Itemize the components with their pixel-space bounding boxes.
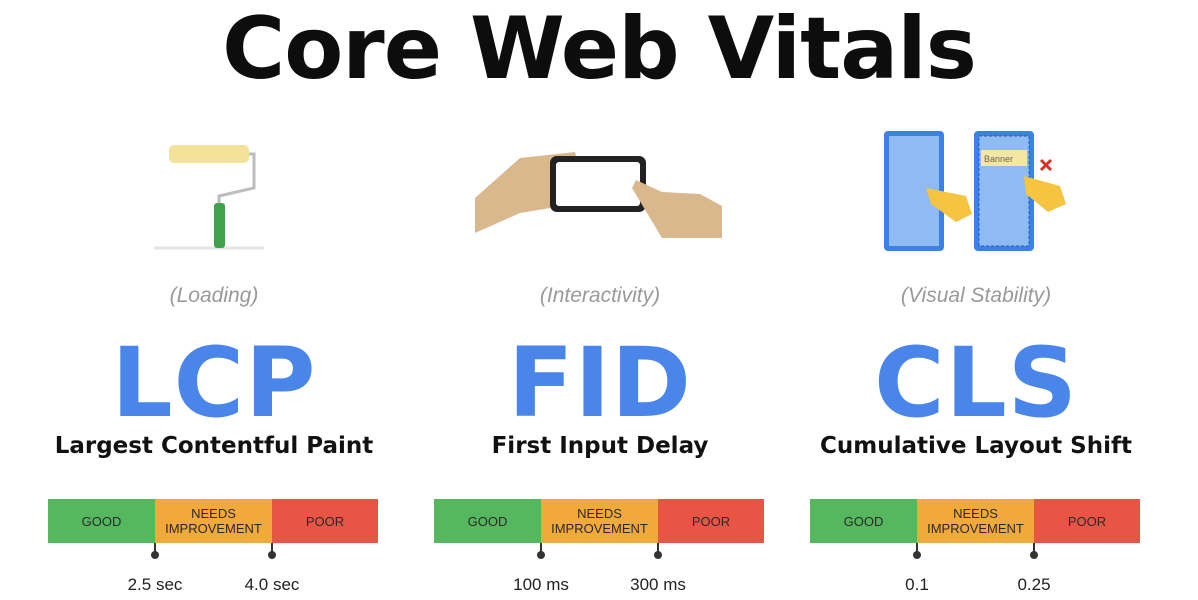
segment-good: GOOD	[810, 499, 917, 543]
segment-needs-improvement: NEEDS IMPROVEMENT	[155, 499, 272, 543]
segment-needs-improvement: NEEDS IMPROVEMENT	[917, 499, 1034, 543]
threshold-label: 300 ms	[630, 575, 686, 594]
metric-card-lcp: (Loading) LCP Largest Contentful Paint G…	[14, 0, 414, 600]
page-title: Core Web Vitals	[222, 0, 977, 99]
metric-abbreviation: LCP	[111, 327, 317, 439]
segment-good: GOOD	[48, 499, 155, 543]
threshold-label: 100 ms	[513, 575, 569, 594]
metric-card-cls: Banner (Visual Stability) CLS Cumulative…	[776, 0, 1176, 600]
banner-label: Banner	[984, 154, 1013, 164]
hand-tapping-phone-icon	[475, 152, 722, 238]
metric-abbreviation: FID	[508, 327, 692, 439]
segment-poor: POOR	[1034, 499, 1140, 543]
layout-shift-phones-icon: Banner	[884, 131, 1066, 251]
threshold-scale: GOOD NEEDS IMPROVEMENT POOR	[48, 499, 378, 543]
segment-poor: POOR	[272, 499, 378, 543]
metric-abbreviation: CLS	[874, 327, 1078, 439]
paint-roller-icon	[154, 145, 264, 250]
threshold-label: 0.1	[905, 575, 929, 594]
segment-good: GOOD	[434, 499, 541, 543]
threshold-label: 2.5 sec	[127, 575, 183, 594]
metric-full-name: First Input Delay	[491, 433, 709, 459]
metric-category: (Visual Stability)	[900, 284, 1052, 307]
metric-full-name: Largest Contentful Paint	[54, 433, 374, 459]
threshold-scale: GOOD NEEDS IMPROVEMENT POOR	[434, 499, 764, 543]
metric-category: (Interactivity)	[539, 284, 661, 307]
segment-needs-improvement: NEEDS IMPROVEMENT	[541, 499, 658, 543]
threshold-scale: GOOD NEEDS IMPROVEMENT POOR	[810, 499, 1140, 543]
metric-card-fid: (Interactivity) FID First Input Delay GO…	[400, 0, 800, 600]
metric-category: (Loading)	[169, 284, 259, 307]
threshold-label: 0.25	[1017, 575, 1051, 594]
metric-full-name: Cumulative Layout Shift	[820, 433, 1132, 459]
threshold-label: 4.0 sec	[244, 575, 300, 594]
segment-poor: POOR	[658, 499, 764, 543]
